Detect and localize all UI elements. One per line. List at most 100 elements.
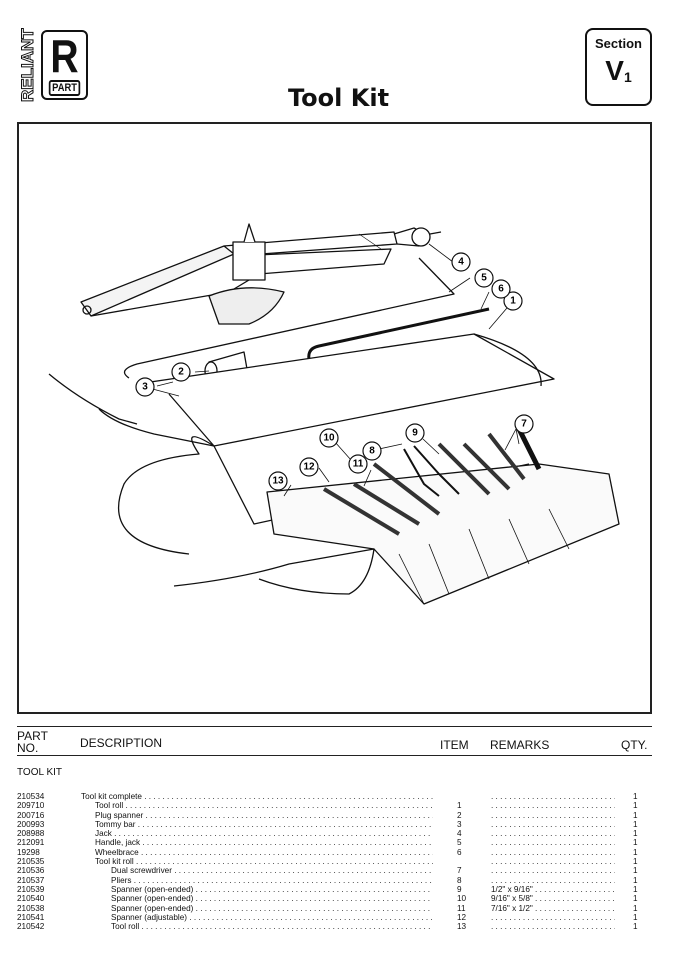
- table-header-rule: [17, 755, 652, 756]
- description: Tool roll: [95, 801, 433, 810]
- tool-kit-drawing: 1 2 3 4 5 6 7 8 9 10 11 12 13: [48, 223, 620, 605]
- quantity: 1: [633, 792, 638, 801]
- part-number: 210534: [17, 792, 45, 801]
- part-number: 200716: [17, 810, 45, 820]
- callout-13: 13: [268, 471, 288, 491]
- callout-8: 8: [362, 441, 382, 461]
- description: Tommy bar: [95, 820, 433, 829]
- description: Spanner (open-ended): [111, 885, 433, 894]
- part-number: 210540: [17, 894, 45, 904]
- table-row: 208988Jack41: [17, 829, 657, 838]
- callout-2-label: 2: [178, 367, 184, 378]
- part-number: 208988: [17, 829, 45, 839]
- description: Dual screwdriver: [111, 866, 433, 875]
- item-number: 10: [457, 894, 467, 904]
- item-number: 7: [457, 866, 462, 876]
- callout-11: 11: [348, 454, 368, 474]
- part-number: 209710: [17, 801, 45, 811]
- remarks: [491, 857, 615, 866]
- col-header-part-no: PART NO.: [17, 730, 48, 754]
- part-number: 210537: [17, 875, 45, 885]
- quantity: 1: [633, 894, 638, 904]
- part-number: 210538: [17, 903, 45, 913]
- table-row: 210534 Tool kit complete 1: [17, 792, 657, 801]
- remarks: [491, 876, 615, 885]
- remarks: 7/16" x 1/2": [491, 904, 615, 913]
- logo-badge: PART: [48, 80, 81, 96]
- remarks: [491, 820, 615, 829]
- quantity: 1: [633, 875, 638, 885]
- logo-brand-vertical: RELIANT: [18, 28, 38, 103]
- callout-3: 3: [135, 377, 155, 397]
- exploded-illustration: 1 2 3 4 5 6 7 8 9 10 11 12 13: [17, 122, 652, 714]
- callout-4-label: 4: [458, 257, 464, 268]
- remarks: [491, 792, 615, 801]
- remarks: [491, 866, 615, 875]
- remarks: 1/2" x 9/16": [491, 885, 615, 894]
- part-number: 210541: [17, 912, 45, 922]
- callout-7-label: 7: [521, 419, 527, 430]
- page-title: Tool Kit: [288, 84, 390, 112]
- description: Plug spanner: [95, 811, 433, 820]
- table-row: 210537Pliers81: [17, 876, 657, 885]
- section-value: V1: [587, 55, 650, 87]
- callout-10-label: 10: [323, 433, 335, 444]
- callout-12-label: 12: [303, 462, 315, 473]
- quantity: 1: [633, 884, 638, 894]
- quantity: 1: [633, 810, 638, 820]
- part-number: 200993: [17, 819, 45, 829]
- remarks: [491, 913, 615, 922]
- remarks: [491, 811, 615, 820]
- description: Spanner (open-ended): [111, 904, 433, 913]
- callout-11-label: 11: [353, 459, 364, 470]
- description: Tool kit complete: [81, 792, 433, 801]
- reliant-part-logo: RELIANT R PART: [18, 28, 93, 103]
- callout-8-label: 8: [369, 446, 375, 457]
- quantity: 1: [633, 847, 638, 857]
- callout-5: 5: [474, 268, 494, 288]
- table-top-rule: [17, 726, 652, 727]
- section-letter: V: [605, 55, 624, 86]
- description: Spanner (adjustable): [111, 913, 433, 922]
- callout-2: 2: [171, 362, 191, 382]
- description: Handle, jack: [95, 838, 433, 847]
- group-heading: TOOL KIT: [17, 767, 63, 778]
- part-number: 19298: [17, 847, 40, 857]
- quantity: 1: [633, 801, 638, 811]
- quantity: 1: [633, 866, 638, 876]
- part-number: 210542: [17, 922, 45, 932]
- callout-4: 4: [451, 252, 471, 272]
- remarks: [491, 848, 615, 857]
- item-number: 4: [457, 829, 462, 839]
- callout-13-label: 13: [272, 476, 284, 487]
- col-header-remarks: REMARKS: [490, 738, 550, 752]
- remarks: [491, 838, 615, 847]
- jack-handle-drawing: [123, 257, 455, 379]
- item-number: 12: [457, 912, 467, 922]
- logo-box: R PART: [41, 30, 88, 100]
- callout-3-label: 3: [142, 382, 148, 393]
- quantity: 1: [633, 912, 638, 922]
- description: Wheelbrace: [95, 848, 433, 857]
- logo-letter: R: [50, 30, 79, 82]
- part-number: 210539: [17, 884, 45, 894]
- remarks: 9/16" x 5/8": [491, 894, 615, 903]
- quantity: 1: [633, 922, 638, 932]
- part-number: 210536: [17, 866, 45, 876]
- item-number: 3: [457, 819, 462, 829]
- part-number: 212091: [17, 838, 45, 848]
- item-number: 13: [457, 922, 467, 932]
- col-header-part-no-line1: PART: [17, 729, 48, 743]
- section-subscript: 1: [623, 69, 632, 85]
- quantity: 1: [633, 819, 638, 829]
- callout-9: 9: [405, 423, 425, 443]
- callout-1: 1: [503, 291, 523, 311]
- tool-roll-upper-drawing: [136, 333, 555, 447]
- description: Pliers: [111, 876, 433, 885]
